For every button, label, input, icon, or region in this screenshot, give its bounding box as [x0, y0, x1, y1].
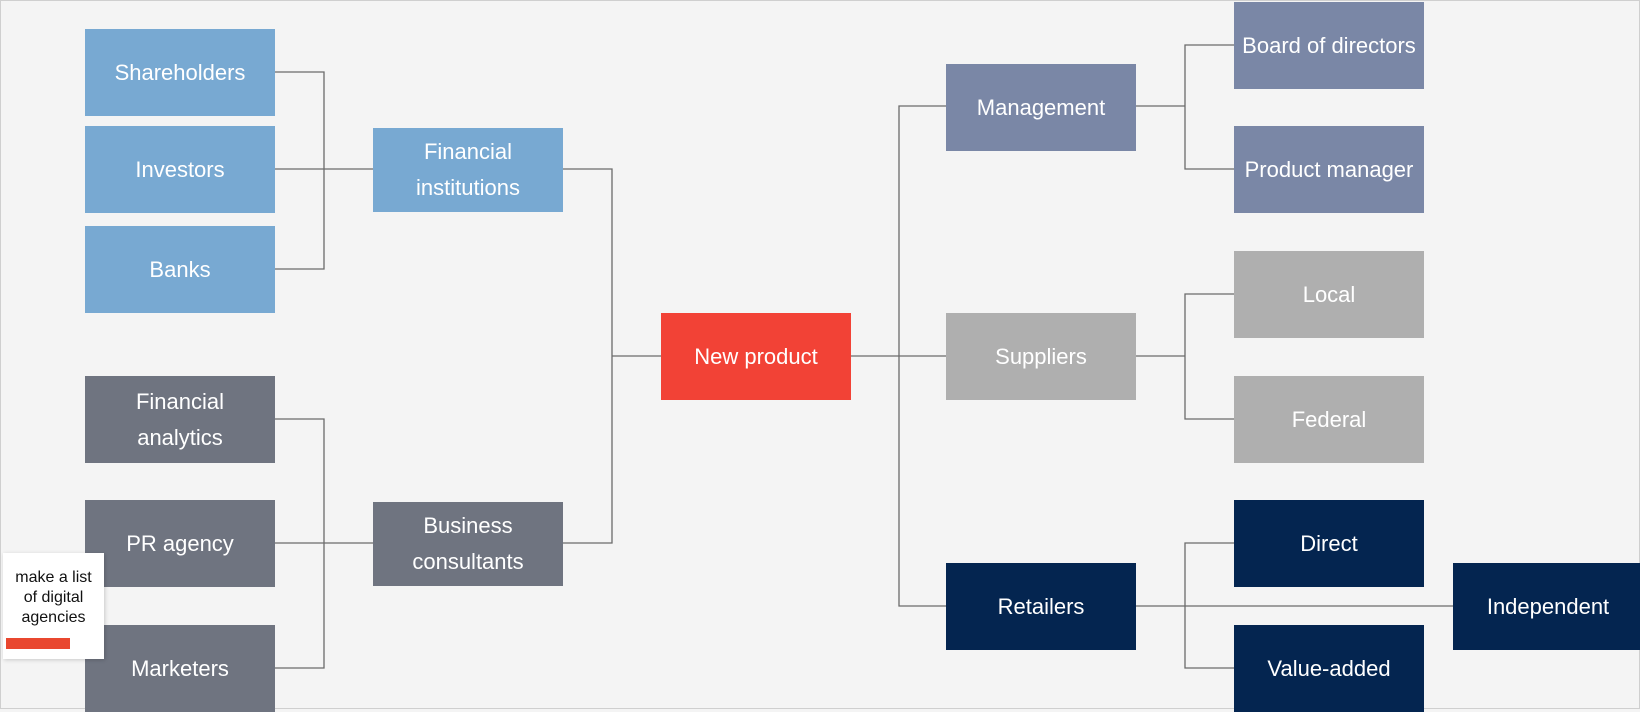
node-label: Product manager	[1244, 156, 1414, 182]
node-federal[interactable]: Federal	[1234, 376, 1424, 463]
node-management[interactable]: Management	[946, 64, 1136, 151]
node-label: Federal	[1291, 406, 1367, 432]
node-suppliers[interactable]: Suppliers	[946, 313, 1136, 400]
node-label: Local	[1302, 281, 1356, 307]
node-financial-analytics[interactable]: Financial analytics	[85, 376, 275, 463]
node-investors[interactable]: Investors	[85, 126, 275, 213]
node-product-manager[interactable]: Product manager	[1234, 126, 1424, 213]
node-label: Management	[976, 94, 1106, 120]
node-label: Shareholders	[114, 59, 246, 85]
node-label: New product	[694, 343, 818, 369]
node-label: Value-added	[1267, 655, 1391, 681]
node-label: Independent	[1486, 593, 1610, 619]
node-label: Financial institutions	[416, 139, 520, 200]
node-local[interactable]: Local	[1234, 251, 1424, 338]
node-shareholders[interactable]: Shareholders	[85, 29, 275, 116]
node-value-added[interactable]: Value-added	[1234, 625, 1424, 712]
node-label: PR agency	[126, 530, 234, 556]
node-marketers[interactable]: Marketers	[85, 625, 275, 712]
node-label: Direct	[1300, 530, 1358, 556]
sticky-note-accent-bar	[6, 638, 70, 649]
node-independent[interactable]: Independent	[1453, 563, 1640, 650]
node-label: Board of directors	[1242, 32, 1416, 58]
node-new-product[interactable]: New product	[661, 313, 851, 400]
node-retailers[interactable]: Retailers	[946, 563, 1136, 650]
node-banks[interactable]: Banks	[85, 226, 275, 313]
node-pr-agency[interactable]: PR agency	[85, 500, 275, 587]
sticky-note[interactable]: make a list of digital agencies	[3, 553, 104, 659]
node-business-consultants[interactable]: Business consultants	[373, 502, 563, 586]
node-label: Suppliers	[995, 343, 1087, 369]
node-financial-institutions[interactable]: Financial institutions	[373, 128, 563, 212]
node-label: Retailers	[997, 593, 1085, 619]
sticky-note-text: make a list of digital agencies	[15, 569, 92, 626]
node-label: Financial analytics	[135, 388, 225, 450]
node-label: Banks	[149, 256, 211, 282]
node-label: Marketers	[131, 655, 229, 681]
node-direct[interactable]: Direct	[1234, 500, 1424, 587]
node-label: Business consultants	[412, 513, 524, 574]
node-board-of-directors[interactable]: Board of directors	[1234, 2, 1424, 89]
node-label: Investors	[135, 156, 225, 182]
